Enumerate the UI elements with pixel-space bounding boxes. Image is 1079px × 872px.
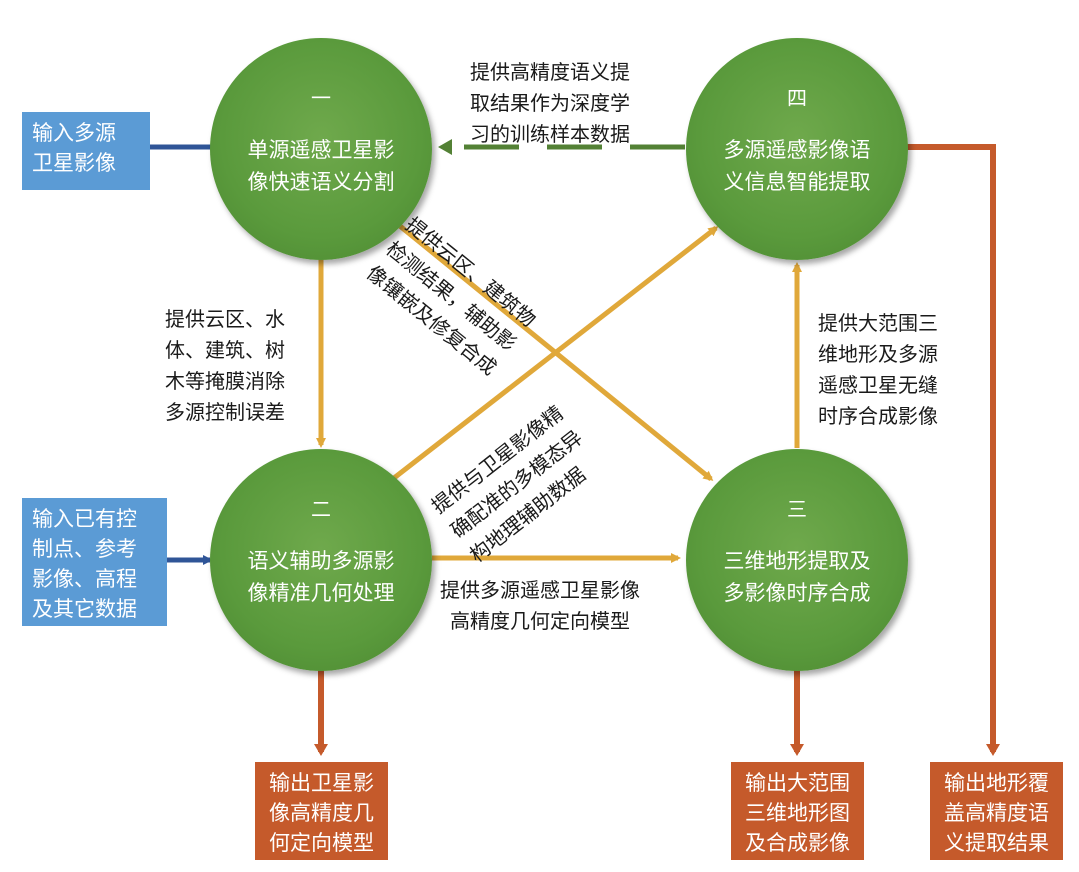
node-2-title: 语义辅助多源影 像精准几何处理 [247, 549, 395, 605]
label-n2-to-n3: 提供多源遥感卫星影像 高精度几何定向模型 [440, 578, 640, 633]
input-box-control-data: 输入已有控 制点、参考 影像、高程 及其它数据 [22, 498, 167, 626]
node-4-title: 多源遥感影像语 义信息智能提取 [723, 138, 871, 194]
node-3-title: 三维地形提取及 多影像时序合成 [723, 549, 871, 605]
node-1-title: 单源遥感卫星影 像快速语义分割 [247, 138, 395, 194]
node-2-geometric-processing: 二 语义辅助多源影 像精准几何处理 [210, 449, 432, 671]
label-n4-to-n1: 提供高精度语义提 取结果作为深度学 习的训练样本数据 [470, 60, 630, 146]
node-1-number: 一 [311, 86, 331, 110]
output-box-geometric-model: 输出卫星影 像高精度几 何定向模型 [255, 762, 388, 860]
output-box-semantic-results: 输出地形覆 盖高精度语 义提取结果 [930, 762, 1063, 860]
input-box-multi-source-imagery: 输入多源 卫星影像 [22, 112, 150, 190]
label-n3-to-n4: 提供大范围三 维地形及多源 遥感卫星无缝 时序合成影像 [818, 311, 938, 428]
node-4-number: 四 [787, 86, 807, 110]
arrow-n1-to-n3 [393, 220, 714, 481]
node-3-terrain-extraction: 三 三维地形提取及 多影像时序合成 [686, 449, 908, 671]
node-2-number: 二 [311, 497, 331, 521]
arrow-n2-to-n4 [392, 226, 719, 480]
node-1-semantic-segmentation: 一 单源遥感卫星影 像快速语义分割 [210, 38, 432, 260]
arrow-n4-to-output4 [907, 144, 1000, 756]
node-3-number: 三 [787, 497, 807, 521]
label-n1-to-n2: 提供云区、水 体、建筑、树 木等掩膜消除 多源控制误差 [165, 307, 285, 424]
output-box-terrain-map: 输出大范围 三维地形图 及合成影像 [731, 762, 864, 860]
node-4-semantic-extraction: 四 多源遥感影像语 义信息智能提取 [686, 38, 908, 260]
